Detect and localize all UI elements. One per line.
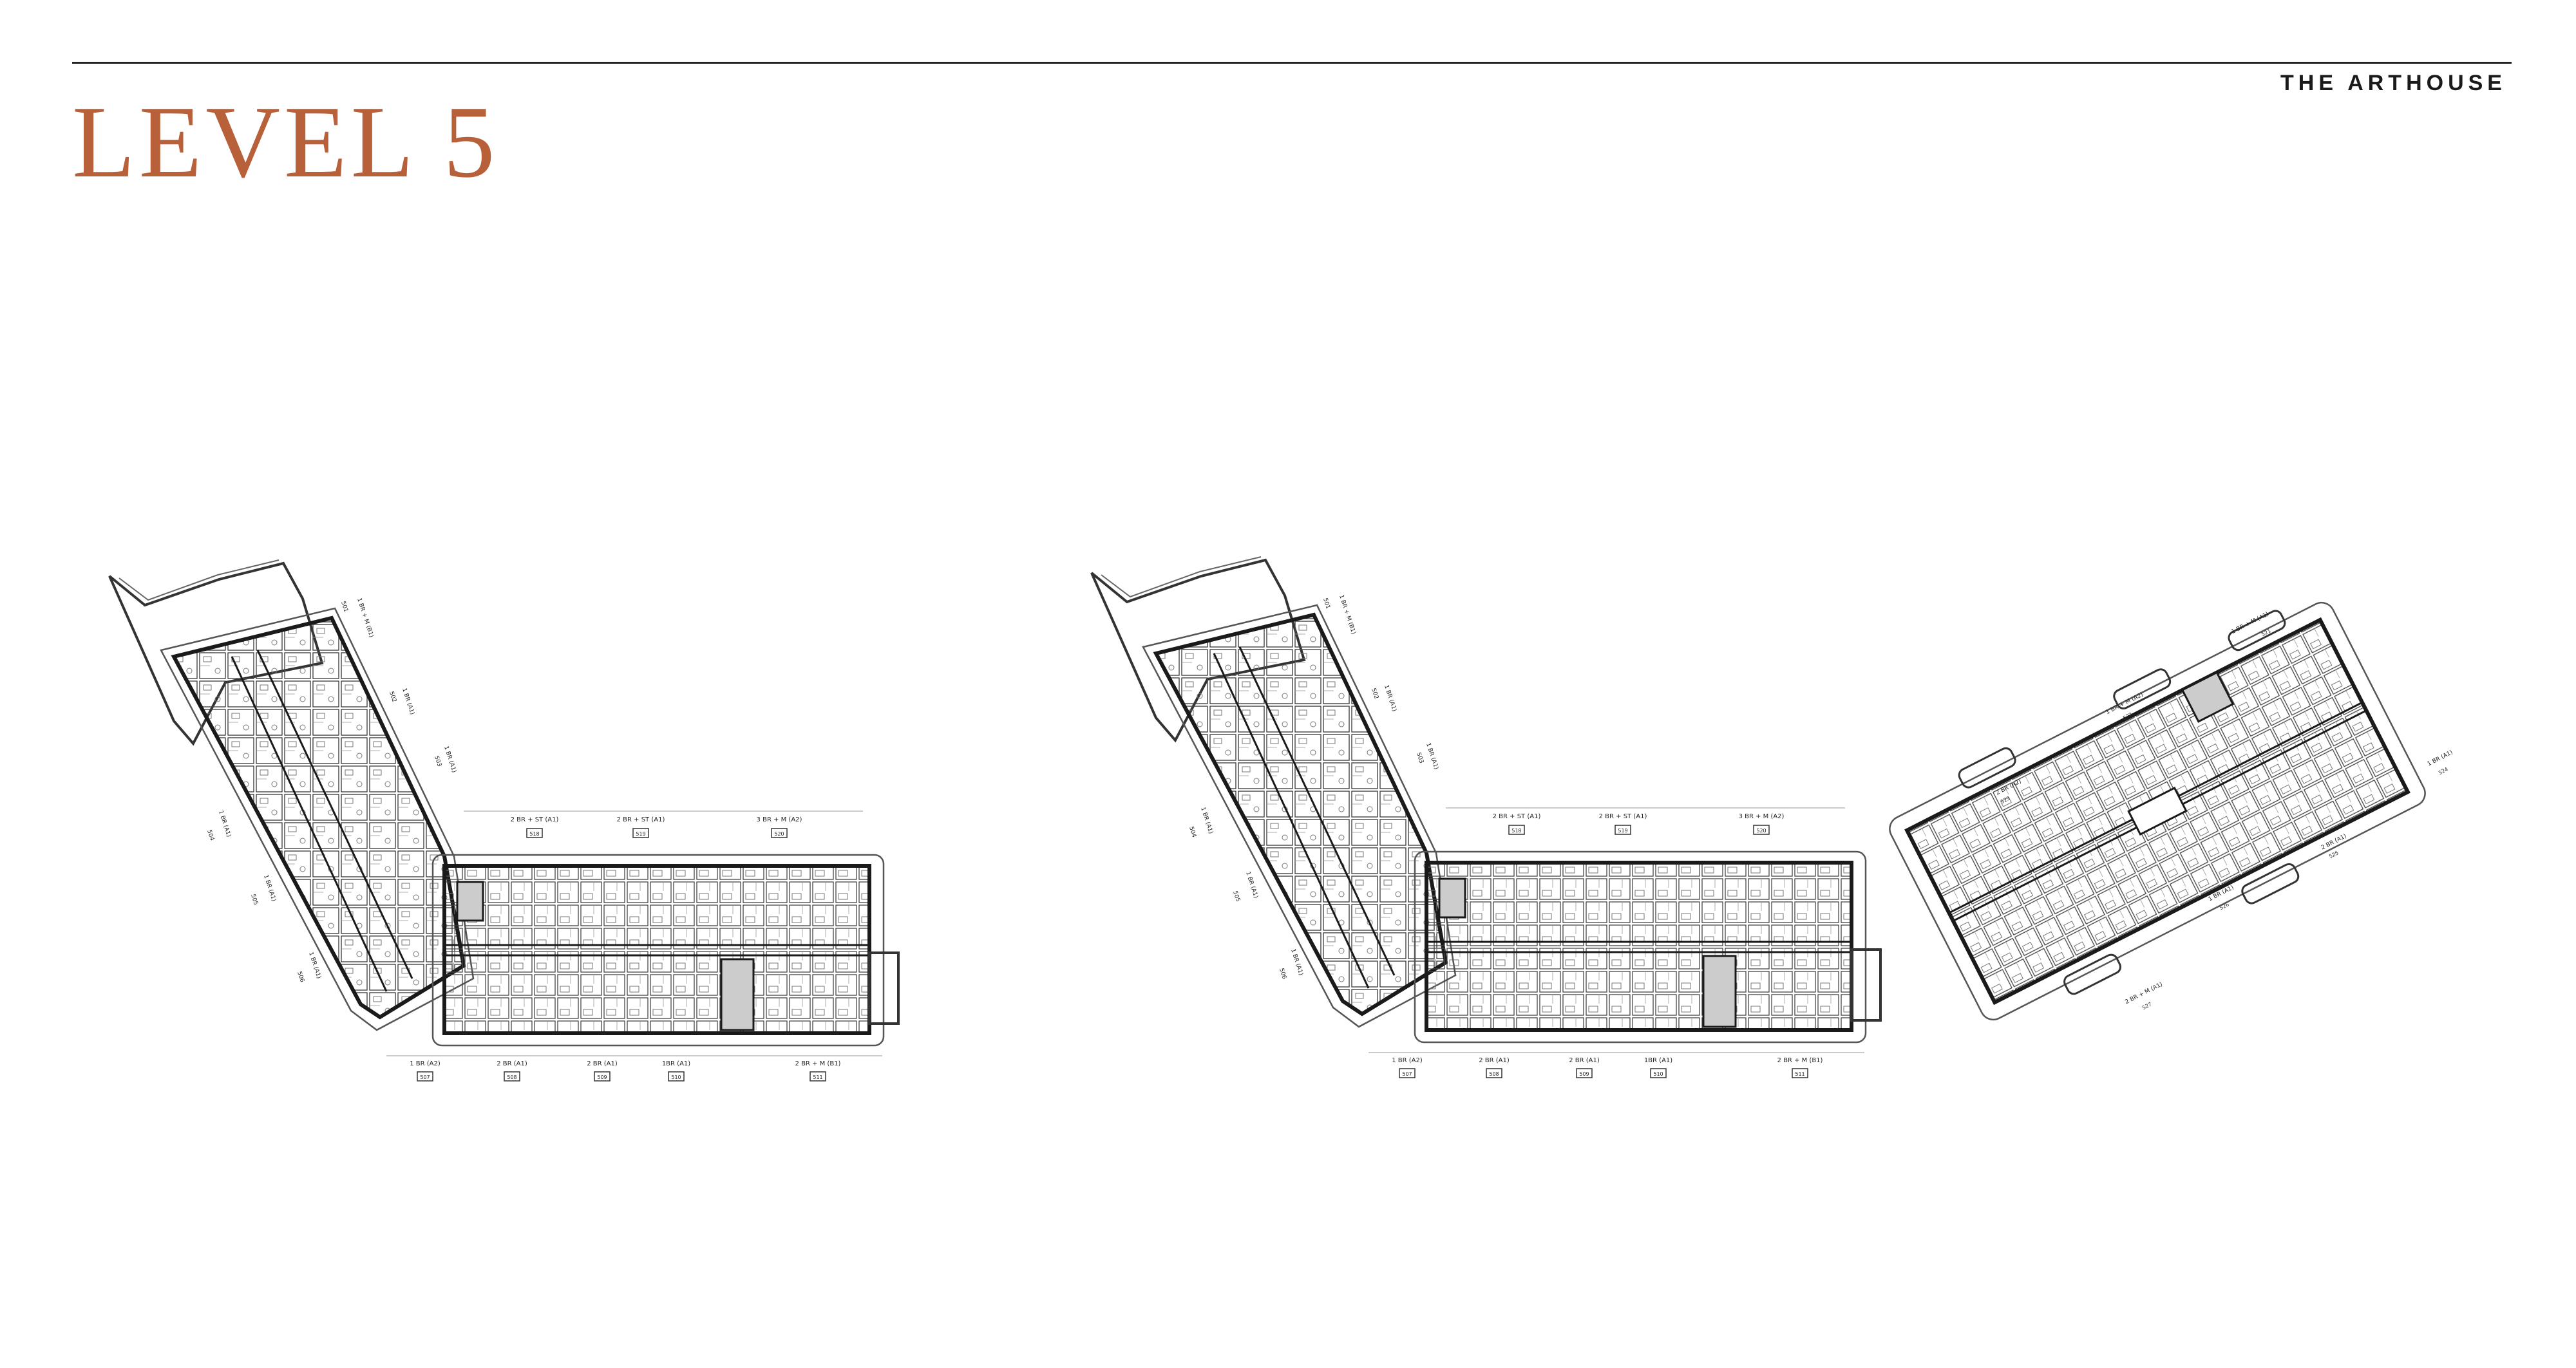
floor-plan-b: 2 BR + ST (A1) 518 2 BR + ST (A1) 519 3 … [1092, 557, 1880, 1078]
unit-type-label: 2 BR (A1) [497, 1060, 527, 1067]
unit-type-label: 2 BR + ST (A1) [1493, 813, 1541, 820]
unit-number: 506 [1278, 968, 1287, 980]
unit-type-label: 1 BR (A2) [410, 1060, 440, 1067]
unit-type-label: 1 BR (A1) [1425, 742, 1439, 771]
unit-type-label: 1 BR (A1) [442, 745, 457, 774]
unit-type-label: 1 BR (A1) [1199, 807, 1214, 835]
unit-number: 501 [339, 601, 349, 613]
unit-tag [1486, 1068, 1502, 1078]
unit-type-label: 1BR (A1) [1644, 1057, 1672, 1064]
unit-type-label: 1 BR (A1) [217, 810, 232, 838]
unit-number: 511 [813, 1074, 822, 1080]
floor-plan-c: 1 BR + M (A1) 521 1 BR + M (A2) 522 2 BR… [1889, 601, 2454, 1021]
unit-number: 510 [671, 1074, 681, 1080]
unit-type-label: 2 BR + ST (A1) [1599, 813, 1647, 820]
unit-tag [1399, 1068, 1416, 1078]
plan-a-bottom-labels: 1 BR (A2) 507 2 BR (A1) 508 2 BR (A1) 50… [410, 1060, 841, 1082]
unit-number: 505 [249, 894, 259, 906]
unit-number: 508 [507, 1074, 516, 1080]
unit-tag [1792, 1068, 1808, 1078]
unit-tag [1650, 1068, 1667, 1078]
unit-type-label: 1 BR (A1) [307, 951, 322, 980]
unit-type-label: 1BR (A1) [662, 1060, 690, 1067]
brand-name: THE ARTHOUSE [2280, 71, 2506, 95]
plan-b-bottom-labels: 1 BR (A2) 507 2 BR (A1) 508 2 BR (A1) 50… [1392, 1057, 1823, 1078]
unit-number: 526 [2219, 901, 2230, 911]
unit-type-label: 3 BR + M (A2) [757, 816, 802, 823]
floor-plan-a: 2 BR + ST (A1) 518 2 BR + ST (A1) 519 3 … [109, 560, 898, 1082]
unit-type-label: 1 BR (A1) [1383, 684, 1397, 713]
unit-number: 506 [296, 971, 305, 984]
unit-number: 519 [636, 831, 645, 837]
unit-number: 519 [1618, 828, 1627, 834]
unit-number: 501 [1321, 597, 1331, 610]
unit-number: 507 [420, 1074, 430, 1080]
unit-number: 509 [597, 1074, 607, 1080]
unit-tag [1576, 1068, 1593, 1078]
unit-tag [810, 1071, 826, 1082]
unit-tag [771, 828, 788, 838]
unit-type-label: 3 BR + M (A2) [1739, 813, 1785, 820]
unit-type-label: 1 BR + M (B1) [355, 597, 374, 639]
unit-type-label: 2 BR + M (B1) [795, 1060, 841, 1067]
unit-type-label: 2 BR + M (A1) [2124, 981, 2163, 1006]
unit-number: 504 [205, 829, 215, 842]
unit-number: 502 [1370, 688, 1379, 700]
unit-type-label: 2 BR (A1) [587, 1060, 618, 1067]
unit-number: 504 [1188, 826, 1197, 839]
unit-number: 520 [1756, 828, 1766, 834]
unit-number: 511 [1795, 1071, 1804, 1077]
unit-tag [594, 1071, 611, 1082]
unit-number: 525 [2328, 850, 2340, 859]
unit-type-label: 1 BR (A1) [1244, 871, 1259, 899]
unit-type-label: 2 BR + ST (A1) [511, 816, 559, 823]
unit-number: 508 [1489, 1071, 1499, 1077]
plan-a-top-labels: 2 BR + ST (A1) 518 2 BR + ST (A1) 519 3 … [511, 816, 802, 838]
unit-type-label: 1 BR (A1) [262, 874, 277, 903]
unit-tag [526, 828, 543, 838]
unit-number: 510 [1653, 1071, 1663, 1077]
unit-number: 527 [2141, 1001, 2153, 1011]
page-title: LEVEL 5 [72, 84, 499, 199]
plan-a-drawing [109, 560, 898, 1056]
unit-number: 518 [529, 831, 539, 837]
unit-type-label: 1 BR + M (B1) [1338, 594, 1356, 635]
unit-tag [504, 1071, 520, 1082]
unit-type-label: 2 BR (A1) [1479, 1057, 1510, 1064]
unit-type-label: 1 BR (A1) [2427, 749, 2454, 767]
unit-tag [1615, 825, 1631, 835]
unit-number: 505 [1231, 890, 1241, 903]
unit-type-label: 2 BR (A1) [1569, 1057, 1600, 1064]
unit-tag [1508, 825, 1525, 835]
unit-type-label: 1 BR (A2) [1392, 1057, 1423, 1064]
unit-type-label: 1 BR (A1) [1289, 948, 1304, 977]
unit-number: 518 [1511, 828, 1521, 834]
plan-b-drawing [1092, 557, 1880, 1053]
unit-type-label: 2 BR + ST (A1) [617, 816, 665, 823]
plan-c-drawing [1889, 601, 2426, 1021]
unit-number: 507 [1402, 1071, 1412, 1077]
unit-number: 502 [388, 691, 397, 703]
unit-tag [668, 1071, 685, 1082]
unit-tag [1753, 825, 1770, 835]
unit-type-label: 2 BR + M (B1) [1777, 1057, 1823, 1064]
unit-number: 509 [1579, 1071, 1589, 1077]
unit-number: 503 [1415, 752, 1425, 764]
unit-tag [632, 828, 649, 838]
header-rule [72, 62, 2512, 64]
unit-number: 520 [774, 831, 784, 837]
unit-tag [417, 1071, 433, 1082]
plan-b-top-labels: 2 BR + ST (A1) 518 2 BR + ST (A1) 519 3 … [1493, 813, 1785, 835]
unit-number: 503 [433, 755, 442, 767]
unit-type-label: 1 BR (A1) [401, 688, 415, 716]
unit-number: 524 [2438, 766, 2449, 776]
